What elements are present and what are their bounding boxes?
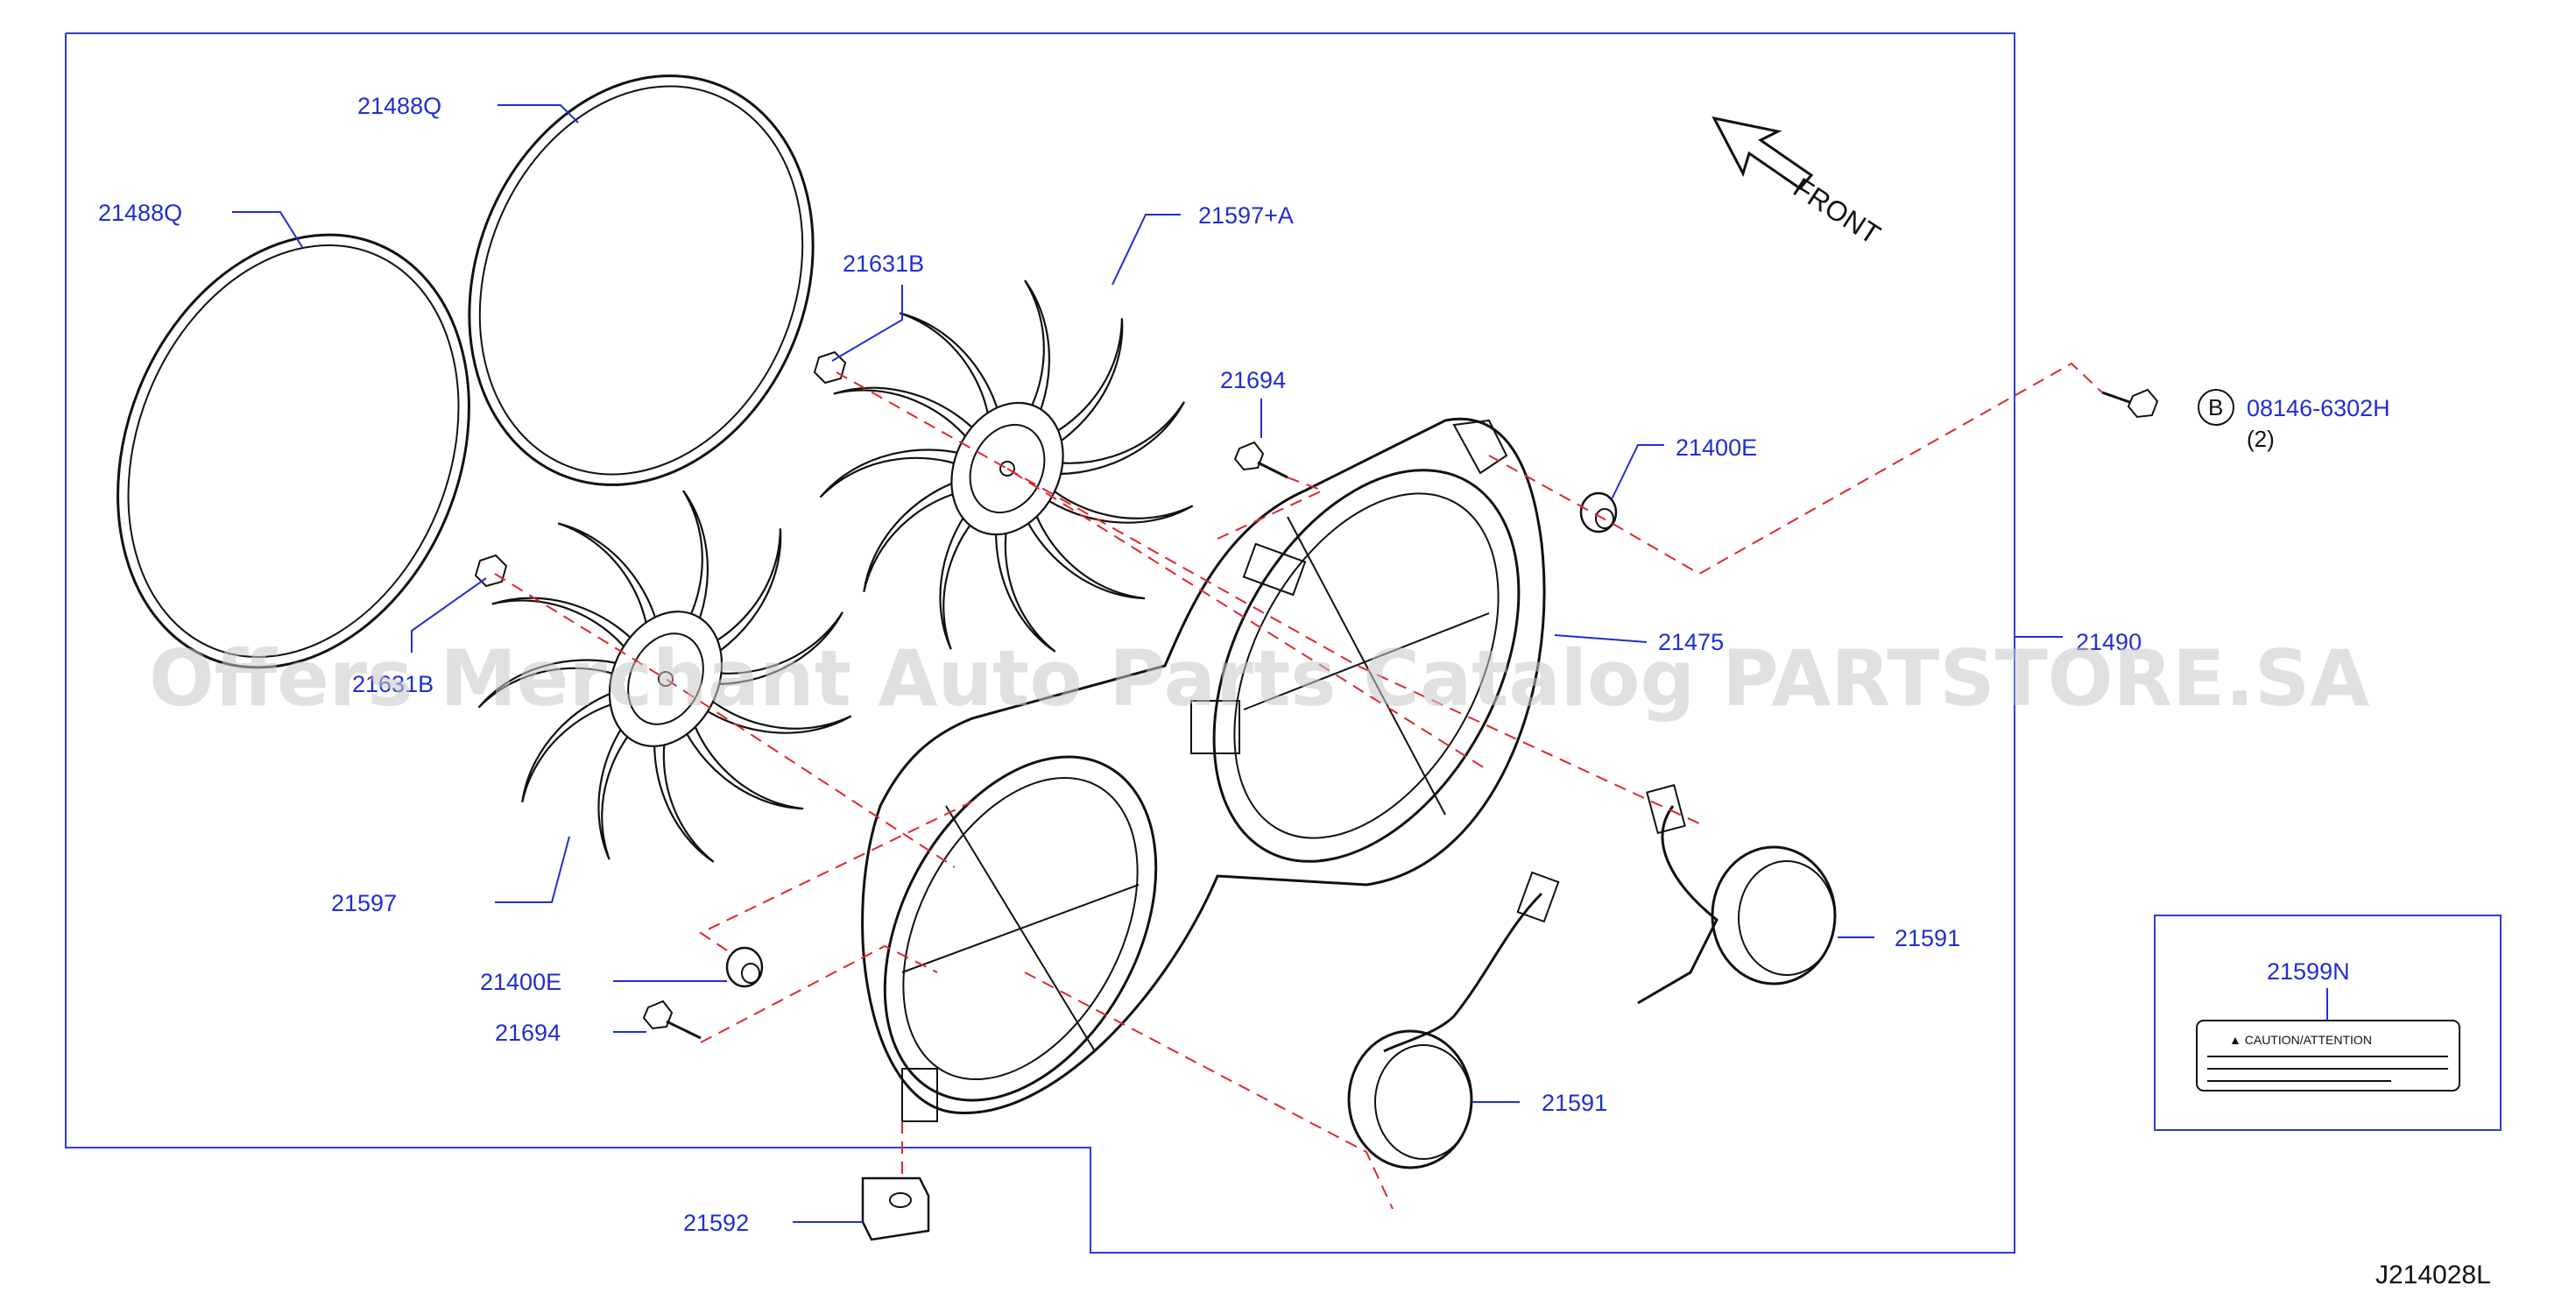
dash-grommet-right [1488,362,2103,576]
label-grommet-right: 21400E [1676,435,1757,461]
label-screw-upper: 21694 [1220,367,1286,393]
label-motor-lower: 21591 [1542,1090,1607,1116]
front-arrow-icon [1711,116,1814,190]
label-ring-upper: 21488Q [357,93,441,119]
assembly-frame [65,32,2015,1254]
label-ring-left: 21488Q [98,200,182,226]
dash-nut-lower [494,573,956,868]
label-shroud: 21475 [1658,629,1724,655]
dash-motor-lower [1024,971,1394,1210]
bracket-icon [861,1176,930,1241]
label-bracket: 21592 [683,1210,749,1236]
nut-upper-icon [813,350,847,385]
drawing-code: J214028L [2375,1261,2491,1289]
callout-circle [2198,389,2234,426]
callout-letter: B [2208,394,2223,420]
dash-grommet-left [698,801,973,951]
dash-screw-lower [700,944,938,1043]
label-fan-lower: 21597 [331,890,397,916]
ring-upper [468,74,815,486]
fan-shroud [861,417,1546,1122]
label-screw-lower: 21694 [495,1020,561,1046]
label-nut-upper: 21631B [843,251,924,277]
front-label: FRONT [1788,172,1886,251]
nut-lower-icon [474,554,508,588]
caution-label-box [2154,915,2502,1131]
screw-upper-icon [1233,441,1288,479]
dash-nut-upper [836,371,1490,772]
label-grommet-left: 21400E [480,969,561,995]
ring-left [116,233,470,669]
screw-lower-icon [642,1000,702,1040]
fan-lower [471,489,855,872]
dash-screw-upper [1217,477,1325,540]
motor-right [1637,784,1837,1005]
label-nut-lower: 21631B [352,671,434,697]
label-bolt: 08146-6302H [2247,395,2390,421]
watermark: Offers Merchant Auto Parts Catalog PARTS… [149,633,2369,724]
dash-upper-fan [1006,468,1700,824]
label-assembly: 21490 [2076,629,2142,655]
bolt-icon [2101,388,2159,419]
label-fan-upper: 21597+A [1198,202,1294,229]
label-motor-right: 21591 [1895,925,1960,951]
motor-lower [1347,871,1560,1169]
label-bolt-qty: (2) [2247,426,2275,452]
label-caution: 21599N [2267,958,2350,985]
caution-label-text: ▲ CAUTION/ATTENTION [2229,1033,2372,1047]
grommet-right-icon [1579,491,1618,533]
grommet-left-icon [725,946,764,988]
